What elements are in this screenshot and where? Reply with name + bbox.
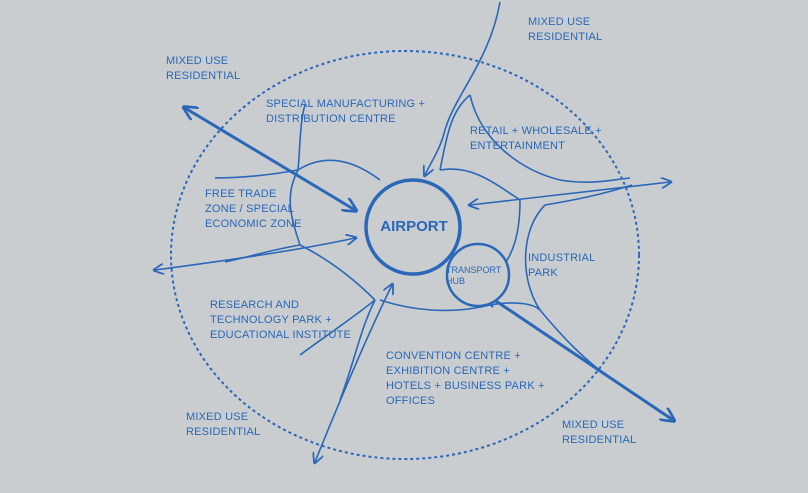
zone-special-manufacturing: SPECIAL MANUFACTURING + DISTRIBUTION CEN…	[266, 98, 426, 125]
outer-label-top-right: MIXED USE RESIDENTIAL	[528, 16, 603, 43]
zone-arc-top-right	[439, 94, 471, 171]
zone-industrial: INDUSTRIAL PARK	[528, 252, 596, 279]
outer-label-bottom-right: MIXED USE RESIDENTIAL	[562, 419, 637, 446]
outer-label-bottom-left: MIXED USE RESIDENTIAL	[186, 411, 261, 438]
outer-boundary	[170, 50, 640, 460]
connector-arrows	[155, 1, 670, 462]
airport-circle	[364, 178, 462, 276]
main-axes	[185, 108, 673, 420]
arrow-left-in	[155, 238, 355, 270]
arrow-top-right-in	[425, 1, 501, 175]
zone-arc-top-right-2	[439, 168, 521, 201]
zone-research: RESEARCH AND TECHNOLOGY PARK + EDUCATION…	[210, 299, 352, 341]
zone-free-trade: FREE TRADE ZONE / SPECIAL ECONOMIC ZONE	[205, 188, 302, 230]
airport-label: AIRPORT	[380, 218, 448, 235]
transport-hub-circle	[445, 242, 511, 308]
arrow-right-in	[470, 182, 670, 205]
outer-label-top-left: MIXED USE RESIDENTIAL	[166, 55, 241, 82]
arrow-bottom-left-in	[315, 285, 392, 462]
axis-bottom-right	[487, 295, 673, 420]
zone-arc-left-bottom	[299, 244, 376, 301]
zone-retail: RETAIL + WHOLESALE + ENTERTAINMENT	[470, 125, 602, 152]
zone-convention: CONVENTION CENTRE + EXHIBITION CENTRE + …	[386, 350, 545, 407]
axis-top-left	[185, 108, 355, 210]
transport-hub-label: TRANSPORT HUB	[446, 265, 502, 286]
